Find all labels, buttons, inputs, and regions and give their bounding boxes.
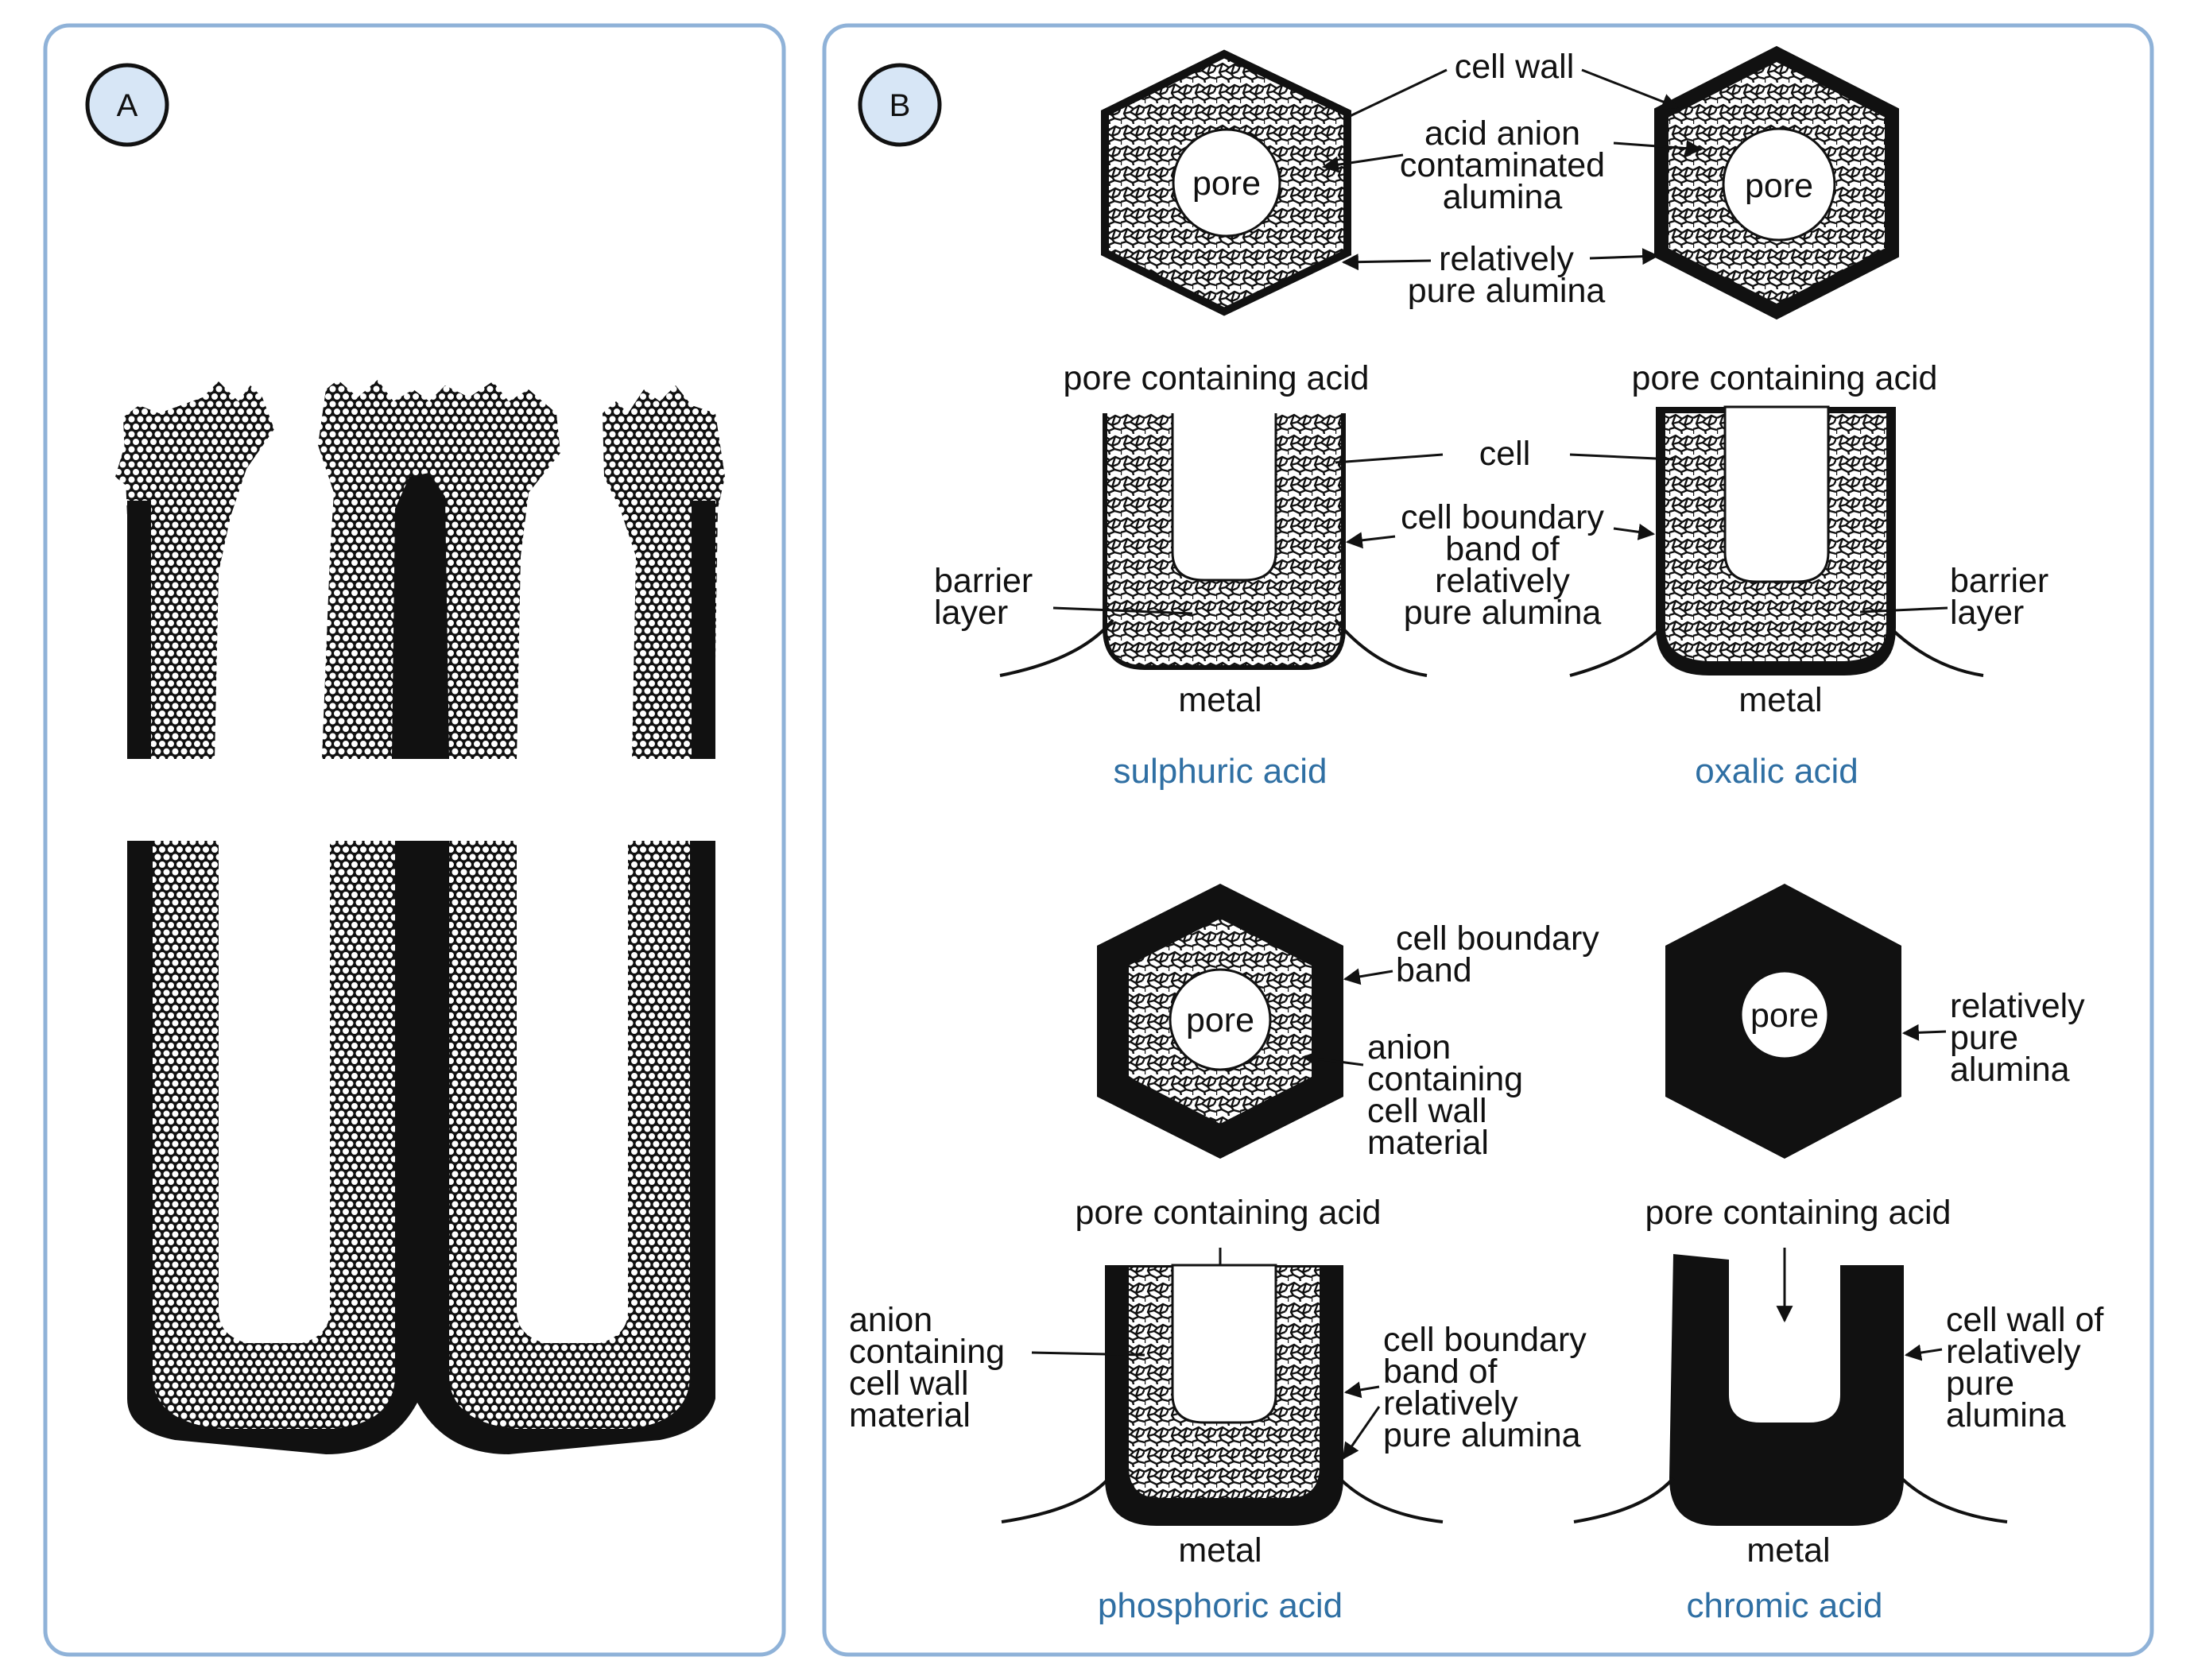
svg-text:cell boundary: cell boundary — [1401, 498, 1604, 536]
hexagon-chromic: pore relatively pure alumina — [1665, 884, 2085, 1159]
svg-text:pure: pure — [1950, 1019, 2018, 1057]
svg-text:pore containing acid: pore containing acid — [1632, 359, 1938, 397]
svg-text:pore: pore — [1750, 997, 1819, 1035]
panel-a-top-structure — [115, 380, 725, 759]
svg-text:pure: pure — [1946, 1365, 2014, 1403]
svg-text:relatively: relatively — [1439, 240, 1574, 278]
svg-text:containing: containing — [1367, 1060, 1523, 1098]
svg-text:metal: metal — [1178, 1531, 1262, 1570]
hexagon-labels-top: cell wall acid anion contaminated alumin… — [1321, 48, 1703, 310]
svg-text:pure alumina: pure alumina — [1404, 594, 1602, 632]
svg-text:layer: layer — [934, 594, 1008, 632]
svg-text:metal: metal — [1738, 681, 1822, 719]
svg-text:cell boundary: cell boundary — [1396, 919, 1599, 958]
svg-text:alumina: alumina — [1443, 178, 1563, 216]
badge-b: B — [858, 63, 942, 147]
svg-text:relatively: relatively — [1383, 1384, 1518, 1423]
svg-text:pore: pore — [1186, 1001, 1254, 1039]
svg-text:cell wall: cell wall — [1367, 1092, 1487, 1130]
svg-text:pore containing acid: pore containing acid — [1064, 359, 1370, 397]
svg-text:band of: band of — [1445, 530, 1560, 568]
svg-text:metal: metal — [1746, 1531, 1830, 1570]
svg-text:material: material — [849, 1396, 971, 1434]
svg-text:pure alumina: pure alumina — [1383, 1416, 1581, 1454]
caption-phosphoric-acid: phosphoric acid — [1098, 1586, 1343, 1625]
svg-text:pure alumina: pure alumina — [1408, 272, 1606, 310]
svg-text:barrier: barrier — [1950, 562, 2048, 600]
svg-text:B: B — [890, 88, 911, 123]
svg-text:acid anion: acid anion — [1424, 114, 1580, 153]
svg-text:contaminated: contaminated — [1400, 146, 1605, 184]
u-section-sulphuric: pore containing acid metal barrier layer — [934, 359, 1428, 719]
pore-label-sulphuric: pore — [1192, 165, 1261, 203]
u-labels-top: cell cell boundary band of relatively pu… — [1335, 435, 1674, 632]
svg-text:containing: containing — [849, 1333, 1005, 1371]
svg-text:pore containing acid: pore containing acid — [1645, 1194, 1952, 1232]
svg-text:relatively: relatively — [1946, 1333, 2081, 1371]
svg-text:alumina: alumina — [1950, 1051, 2070, 1089]
u-section-chromic: pore containing acid metal cell wall of … — [1573, 1194, 2104, 1570]
svg-text:pore containing acid: pore containing acid — [1076, 1194, 1382, 1232]
svg-text:layer: layer — [1950, 594, 2024, 632]
u-section-oxalic: pore containing acid metal barrier layer — [1569, 359, 2048, 719]
svg-text:cell boundary: cell boundary — [1383, 1321, 1587, 1359]
caption-oxalic-acid: oxalic acid — [1695, 752, 1858, 791]
hexagon-phosphoric: pore cell boundary band anion containing… — [1097, 884, 1599, 1162]
pore-label-oxalic: pore — [1745, 167, 1813, 205]
hexagon-oxalic: pore — [1654, 45, 1899, 320]
svg-text:cell: cell — [1479, 435, 1531, 473]
svg-text:barrier: barrier — [934, 562, 1033, 600]
svg-text:anion: anion — [849, 1301, 932, 1339]
u-section-phosphoric: pore containing acid metal anion contain… — [849, 1194, 1587, 1570]
svg-text:cell wall of: cell wall of — [1946, 1301, 2104, 1339]
svg-text:metal: metal — [1178, 681, 1262, 719]
svg-text:relatively: relatively — [1950, 987, 2085, 1025]
hexagon-sulphuric: pore — [1101, 49, 1351, 316]
svg-text:anion: anion — [1367, 1028, 1451, 1066]
svg-text:relatively: relatively — [1435, 562, 1570, 600]
badge-a: A — [85, 63, 169, 147]
svg-text:A: A — [117, 88, 138, 123]
svg-text:band: band — [1396, 951, 1472, 989]
panel-a-bottom-structure — [127, 841, 715, 1454]
svg-text:cell wall: cell wall — [849, 1365, 969, 1403]
caption-sulphuric-acid: sulphuric acid — [1113, 752, 1327, 791]
caption-chromic-acid: chromic acid — [1687, 1586, 1883, 1625]
svg-text:band of: band of — [1383, 1353, 1498, 1391]
cell-wall-label: cell wall — [1455, 48, 1575, 86]
svg-text:alumina: alumina — [1946, 1396, 2066, 1434]
svg-text:material: material — [1367, 1124, 1489, 1162]
